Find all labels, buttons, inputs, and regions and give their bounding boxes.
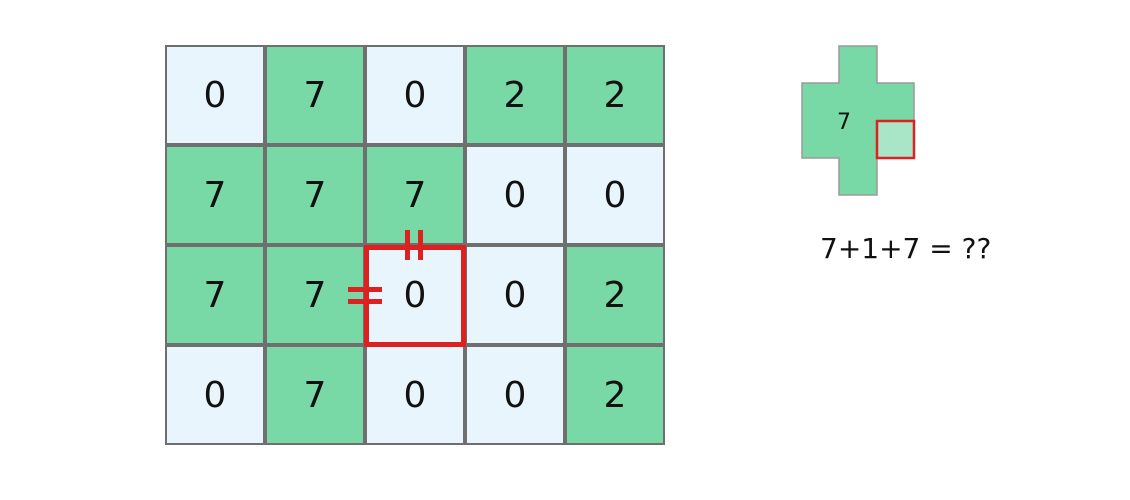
shape-target-cell — [875, 119, 916, 160]
grid-cell: 7 — [365, 145, 465, 245]
equation-text: 7+1+7 = ?? — [820, 232, 992, 265]
grid-cell: 0 — [465, 245, 565, 345]
highlighted-cell-outline — [364, 245, 466, 347]
top-tick-mark-left — [405, 230, 410, 260]
left-tick-mark-top — [348, 287, 382, 292]
grid-cell: 0 — [165, 45, 265, 145]
grid-cell: 2 — [565, 245, 665, 345]
grid-cell: 0 — [465, 145, 565, 245]
grid-cell: 0 — [165, 345, 265, 445]
grid-cell: 2 — [565, 45, 665, 145]
grid-cell: 0 — [365, 345, 465, 445]
grid-cell: 2 — [565, 345, 665, 445]
grid-cell: 0 — [465, 345, 565, 445]
grid-cell: 0 — [365, 45, 465, 145]
shape-value-label: 7 — [837, 110, 851, 135]
grid-cell: 7 — [165, 145, 265, 245]
grid-cell: 0 — [365, 245, 465, 345]
grid-cell: 0 — [565, 145, 665, 245]
grid-cell: 2 — [465, 45, 565, 145]
cross-shape-diagram — [801, 45, 916, 196]
grid-cell: 7 — [265, 245, 365, 345]
top-tick-mark-right — [418, 230, 423, 260]
grid-cell: 7 — [265, 145, 365, 245]
grid-cell: 7 — [165, 245, 265, 345]
left-tick-mark-bottom — [348, 299, 382, 304]
grid-cell: 7 — [265, 345, 365, 445]
grid-cell: 7 — [265, 45, 365, 145]
